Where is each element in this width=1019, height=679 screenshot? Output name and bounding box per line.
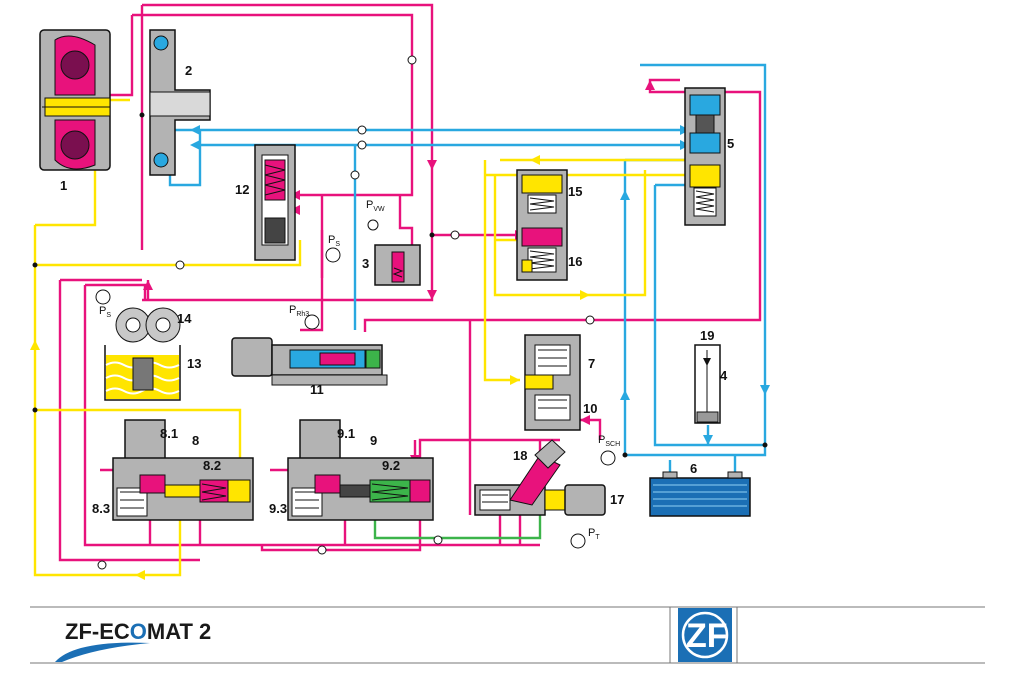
label-8: 8 [192, 433, 199, 448]
label-14: 14 [177, 311, 192, 326]
line-valve-markers [32, 55, 768, 570]
label-17: 17 [610, 492, 624, 507]
label-13: 13 [187, 356, 201, 371]
label-9-1: 9.1 [337, 426, 355, 441]
brand-text-pre: ZF-EC [65, 619, 130, 644]
torque-converter [39, 29, 111, 171]
filter-19 [694, 344, 721, 424]
symbol-p-t: PT [588, 527, 600, 541]
blue-lines [160, 63, 767, 475]
footer: ZF-ECOMAT 2 ZF [30, 606, 985, 664]
svg-text:ZF-ECOMAT 2: ZF-ECOMAT 2 [65, 619, 211, 644]
label-7: 7 [588, 356, 595, 371]
label-9-2: 9.2 [382, 458, 400, 473]
label-16: 16 [568, 254, 582, 269]
magenta-lines [58, 3, 762, 562]
label-8-1: 8.1 [160, 426, 178, 441]
zf-logo-text: ZF [686, 617, 728, 655]
label-5: 5 [727, 136, 734, 151]
symbol-p-vw: PVW [366, 199, 385, 213]
symbol-p-rh3: PRh3 [289, 304, 309, 318]
label-12: 12 [235, 182, 249, 197]
label-8-2: 8.2 [203, 458, 221, 473]
valve-12 [254, 144, 296, 261]
label-9: 9 [370, 433, 377, 448]
component-labels: 1 2 3 4 5 6 7 8 8.1 8.2 8.3 9 9.1 9.2 9.… [60, 63, 734, 516]
pressure-gauges [95, 219, 616, 549]
valve-7-10 [524, 334, 581, 431]
valve-3 [374, 244, 421, 286]
label-6: 6 [690, 461, 697, 476]
brand-text-post: MAT 2 [147, 619, 211, 644]
brand-text-accent: O [130, 619, 147, 644]
label-2: 2 [185, 63, 192, 78]
zf-logo: ZF [678, 608, 732, 662]
symbol-p-s-lower: PS [99, 305, 111, 319]
oil-cooler-6 [649, 471, 751, 517]
symbol-p-s-upper: PS [328, 234, 340, 248]
symbol-p-sch: PSCH [598, 434, 620, 448]
label-18: 18 [513, 448, 527, 463]
label-15: 15 [568, 184, 582, 199]
label-1: 1 [60, 178, 67, 193]
label-19: 19 [700, 328, 714, 343]
pressure-symbols: PVW PS PS PRh3 PSCH PT [99, 199, 620, 541]
pump-14 [115, 307, 181, 343]
valve-15-16 [516, 169, 568, 281]
valve-5 [684, 87, 726, 226]
label-9-3: 9.3 [269, 501, 287, 516]
label-11: 11 [310, 382, 324, 397]
label-3: 3 [362, 256, 369, 271]
solenoid-17-18 [474, 439, 606, 516]
valve-8 [112, 419, 254, 521]
label-4: 4 [720, 368, 728, 383]
ecomat-logo: ZF-ECOMAT 2 [55, 619, 211, 662]
valve-11 [231, 337, 388, 386]
valve-9 [287, 419, 434, 521]
sump-13 [104, 345, 181, 401]
green-lines [373, 500, 542, 540]
label-10: 10 [583, 401, 597, 416]
clutch-housing [149, 29, 211, 176]
label-8-3: 8.3 [92, 501, 110, 516]
